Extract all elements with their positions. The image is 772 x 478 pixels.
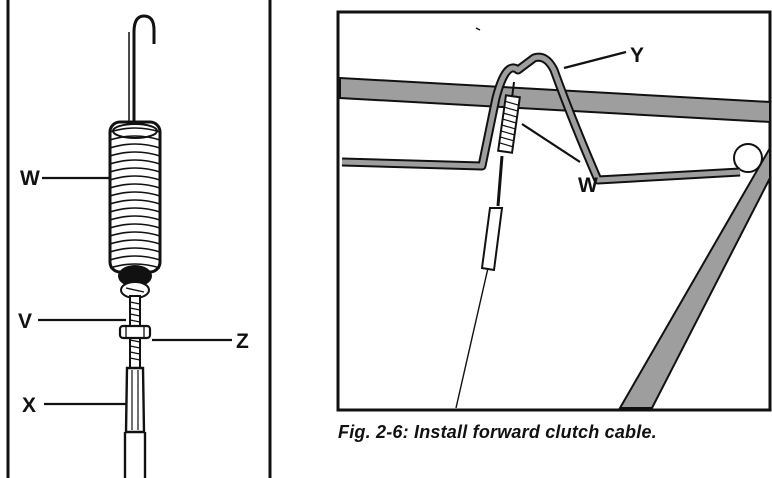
label-w-right: W — [578, 174, 598, 197]
jam-nut — [118, 324, 152, 340]
cable-ball-end — [118, 265, 152, 299]
cable-install-figure: Y W — [336, 10, 772, 412]
figure-caption: Fig. 2-6: Install forward clutch cable. — [338, 422, 657, 442]
label-x: X — [22, 394, 36, 417]
clutch-spring — [497, 81, 521, 154]
extension-spring — [108, 120, 162, 274]
scan-mark — [475, 27, 481, 31]
clutch-cable — [455, 155, 504, 409]
leader-w-right — [521, 123, 581, 163]
leader-y — [563, 50, 627, 70]
diagonal-frame-bar — [618, 144, 771, 409]
label-y: Y — [630, 44, 644, 67]
spring-hook — [132, 14, 156, 122]
cable-ferrule — [124, 366, 146, 434]
spring-detail-figure: W V Z X — [6, 0, 272, 478]
horizontal-rail — [339, 76, 771, 124]
label-w: W — [20, 167, 40, 190]
cable-install-drawing: Y W — [336, 10, 772, 412]
pivot-boss — [733, 143, 763, 173]
clutch-lever-rod — [341, 52, 741, 185]
spring-detail-drawing: W V Z X — [6, 0, 272, 478]
label-v: V — [18, 310, 32, 333]
cable-housing — [123, 432, 147, 478]
label-z: Z — [236, 330, 249, 353]
